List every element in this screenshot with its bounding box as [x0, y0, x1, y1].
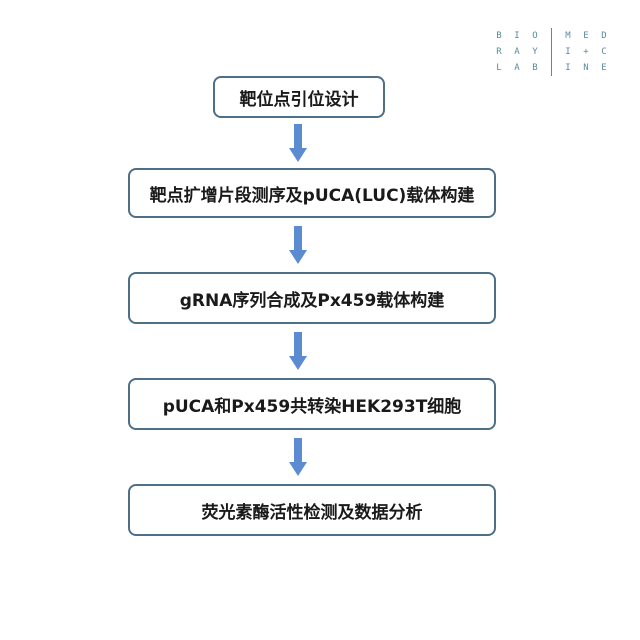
logo-row-1: B I O M E D — [494, 28, 610, 44]
logo-letter: A — [514, 47, 520, 57]
logo-letter: E — [583, 31, 589, 41]
flow-step-luciferase-analysis: 荧光素酶活性检测及数据分析 — [128, 484, 496, 536]
logo-divider — [551, 28, 552, 44]
flow-step-target-design: 靶位点引位设计 — [213, 76, 385, 118]
down-arrow-icon — [289, 438, 307, 476]
logo-row-2: R A Y I + C — [494, 44, 610, 60]
logo-letter: C — [601, 47, 607, 57]
flow-step-sequencing-construct: 靶点扩增片段测序及pUCA(LUC)载体构建 — [128, 168, 496, 218]
down-arrow-icon — [289, 226, 307, 264]
logo-letter: B — [496, 31, 502, 41]
logo-row-3: L A B I N E — [494, 60, 610, 76]
logo-letter: B — [532, 63, 538, 73]
flow-step-label: gRNA序列合成及Px459载体构建 — [179, 290, 445, 311]
logo-letter: Y — [532, 47, 538, 57]
logo-divider — [551, 60, 552, 76]
logo-letter: M — [565, 31, 571, 41]
flow-step-label: 靶点扩增片段测序及pUCA(LUC)载体构建 — [149, 185, 475, 206]
down-arrow-icon — [289, 332, 307, 370]
flow-step-label: pUCA和Px459共转染HEK293T细胞 — [162, 396, 462, 417]
logo-letter: R — [496, 47, 502, 57]
flow-step-label: 靶位点引位设计 — [239, 89, 359, 110]
logo-letter: L — [496, 63, 502, 73]
logo-letter: O — [532, 31, 538, 41]
flow-step-label: 荧光素酶活性检测及数据分析 — [201, 502, 423, 523]
logo-letter: I — [514, 31, 520, 41]
logo-letter: I — [565, 63, 571, 73]
flow-step-grna-synthesis: gRNA序列合成及Px459载体构建 — [128, 272, 496, 324]
logo-letter: N — [583, 63, 589, 73]
biomed-logo: B I O M E D R A Y I + C L A B I — [494, 28, 610, 76]
down-arrow-icon — [289, 124, 307, 162]
logo-letter: D — [601, 31, 607, 41]
flow-step-cotransfection: pUCA和Px459共转染HEK293T细胞 — [128, 378, 496, 430]
logo-letter: I — [565, 47, 571, 57]
logo-letter: A — [514, 63, 520, 73]
logo-letter: E — [601, 63, 607, 73]
logo-divider — [551, 44, 552, 60]
logo-letter: + — [583, 47, 589, 57]
